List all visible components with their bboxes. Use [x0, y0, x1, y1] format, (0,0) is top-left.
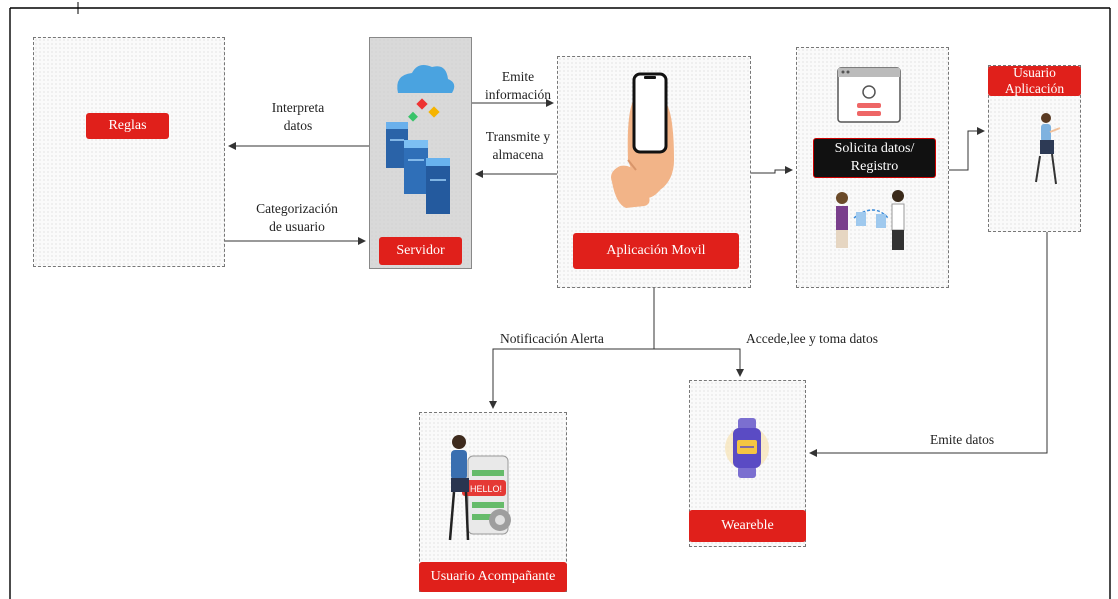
- usuario-acompanante-label: Usuario Acompañante: [419, 562, 567, 592]
- edge-emite-datos: [809, 232, 1048, 457]
- label-emite-datos: Emite datos: [930, 432, 995, 447]
- label-interpreta-line1: Interpreta: [271, 100, 325, 115]
- aplicacion-movil-label: Aplicación Movil: [573, 233, 739, 269]
- reglas-box: [33, 37, 225, 267]
- solicita-label-line1: Solicita datos/: [834, 141, 915, 156]
- reglas-label: Reglas: [86, 113, 169, 139]
- label-emite-line2: información: [485, 87, 551, 102]
- edge-solicita-usuario: [949, 127, 985, 171]
- label-emite-informacion: Emite información: [478, 68, 558, 104]
- label-transmite-line1: Transmite y: [485, 129, 551, 144]
- solicita-label: Solicita datos/ Registro: [813, 138, 936, 178]
- label-transmite: Transmite y almacena: [476, 128, 560, 164]
- edge-notificacion: [489, 348, 654, 409]
- label-categorizacion: Categorización de usuario: [252, 200, 342, 236]
- label-interpreta-line2: datos: [283, 118, 313, 133]
- servidor-label: Servidor: [379, 237, 462, 265]
- wereable-label: Weareble: [689, 510, 806, 542]
- edge-app-solicita: [751, 166, 793, 174]
- solicita-label-line2: Registro: [850, 159, 899, 174]
- label-categorizacion-line2: de usuario: [269, 219, 325, 234]
- label-interpreta: Interpreta datos: [268, 99, 328, 135]
- edge-accede: [654, 348, 744, 377]
- usuario-aplicacion-label: Usuario Aplicación: [988, 65, 1081, 96]
- label-emite-line1: Emite: [501, 69, 535, 84]
- label-transmite-line2: almacena: [492, 147, 544, 162]
- label-categorizacion-line1: Categorización: [256, 201, 338, 216]
- label-accede: Accede,lee y toma datos: [746, 331, 878, 346]
- label-notificacion: Notificación Alerta: [500, 331, 604, 346]
